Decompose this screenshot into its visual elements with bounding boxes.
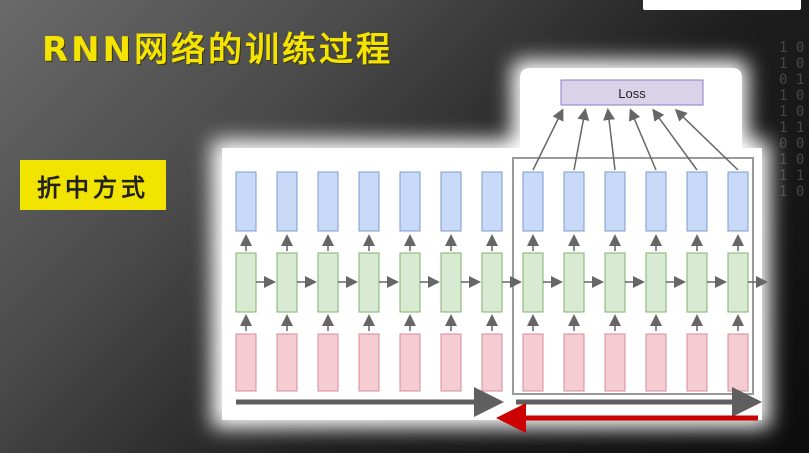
- badge-label: 折中方式: [37, 173, 149, 202]
- output-cell: [235, 171, 257, 232]
- output-to-loss-arrow: [603, 108, 616, 171]
- output-to-loss-arrow: [674, 108, 739, 171]
- output-cell: [399, 171, 421, 232]
- badge: 折中方式: [20, 160, 166, 210]
- hidden-cell: [358, 252, 380, 313]
- output-cell: [604, 171, 626, 232]
- output-to-loss-arrow: [652, 108, 698, 171]
- hidden-cell: [645, 252, 667, 313]
- input-cell: [399, 333, 421, 392]
- hidden-cell: [399, 252, 421, 313]
- corner-white-panel: [643, 0, 801, 10]
- input-cell: [563, 333, 585, 392]
- input-cell: [522, 333, 544, 392]
- output-cell: [276, 171, 298, 232]
- input-cell: [235, 333, 257, 392]
- input-cell: [604, 333, 626, 392]
- output-cell: [358, 171, 380, 232]
- input-cell: [645, 333, 667, 392]
- output-to-loss-arrow: [573, 108, 590, 171]
- hidden-cell: [604, 252, 626, 313]
- hidden-cell: [440, 252, 462, 313]
- hidden-cell: [317, 252, 339, 313]
- hidden-cell: [727, 252, 749, 313]
- input-cell: [317, 333, 339, 392]
- hidden-cell: [276, 252, 298, 313]
- loss-label: Loss: [618, 86, 646, 101]
- output-cell: [686, 171, 708, 232]
- slide-title: RNN网络的训练过程: [42, 30, 394, 70]
- hidden-cell: [235, 252, 257, 313]
- output-cell: [563, 171, 585, 232]
- input-cell: [727, 333, 749, 392]
- binary-rain-decoration: 1 0 1 0 0 1 1 0 1 0 1 1 0 0 1 0 1 1 1 0: [779, 40, 805, 200]
- loss-box: [560, 79, 704, 106]
- output-cell: [727, 171, 749, 232]
- output-cell: [440, 171, 462, 232]
- hidden-cell: [563, 252, 585, 313]
- input-cell: [276, 333, 298, 392]
- output-to-loss-arrow: [628, 108, 657, 171]
- output-to-loss-arrow: [532, 108, 564, 171]
- hidden-cell: [522, 252, 544, 313]
- input-cell: [686, 333, 708, 392]
- output-cell: [317, 171, 339, 232]
- output-cell: [522, 171, 544, 232]
- rnn-cells: [235, 108, 768, 392]
- hidden-cell: [481, 252, 503, 313]
- output-cell: [645, 171, 667, 232]
- input-cell: [358, 333, 380, 392]
- input-cell: [440, 333, 462, 392]
- output-cell: [481, 171, 503, 232]
- input-cell: [481, 333, 503, 392]
- hidden-cell: [686, 252, 708, 313]
